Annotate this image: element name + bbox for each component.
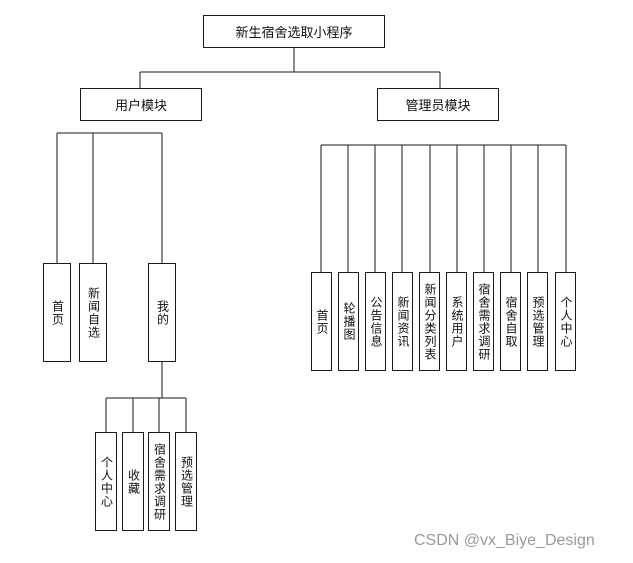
user-news-node: 新闻自选 <box>79 263 107 362</box>
admin-profile-node: 个人中心 <box>555 272 576 371</box>
admin-dorm-pick-node: 宿舍自取 <box>500 272 521 371</box>
admin-preselect-node: 预选管理 <box>527 272 548 371</box>
mine-preselect-node: 预选管理 <box>175 432 197 531</box>
user-mine-node: 我的 <box>148 263 176 362</box>
admin-notice-node: 公告信息 <box>365 272 386 371</box>
user-module-node: 用户模块 <box>80 88 202 121</box>
user-home-node: 首页 <box>43 263 71 362</box>
mine-survey-node: 宿舍需求调研 <box>148 432 170 531</box>
mine-profile-node: 个人中心 <box>95 432 117 531</box>
admin-home-node: 首页 <box>311 272 332 371</box>
mine-favorites-node: 收藏 <box>122 432 144 531</box>
admin-news-node: 新闻资讯 <box>392 272 413 371</box>
admin-module-node: 管理员模块 <box>377 88 499 121</box>
admin-survey-node: 宿舍需求调研 <box>473 272 494 371</box>
watermark-text: CSDN @vx_Biye_Design <box>414 532 595 549</box>
root-node: 新生宿舍选取小程序 <box>203 15 385 48</box>
admin-system-user-node: 系统用户 <box>446 272 467 371</box>
admin-news-category-node: 新闻分类列表 <box>419 272 440 371</box>
admin-carousel-node: 轮播图 <box>338 272 359 371</box>
